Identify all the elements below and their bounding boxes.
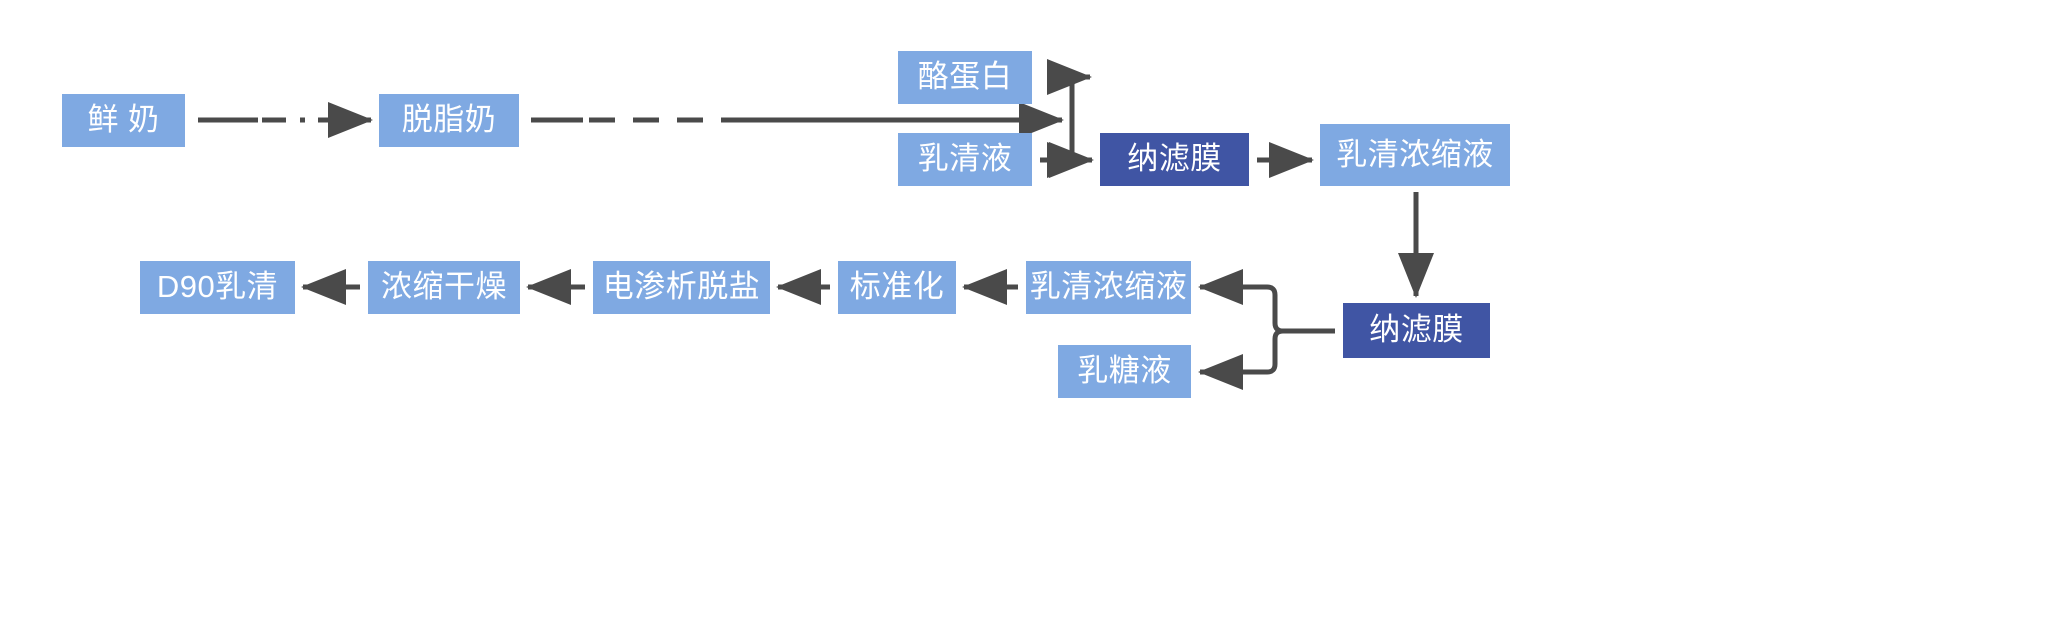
node-casein[interactable]: 酪蛋白 — [898, 51, 1032, 104]
edge-nf2-to-conc2 — [1198, 269, 1335, 334]
node-nanofiltration-membrane-1[interactable]: 纳滤膜 — [1100, 133, 1249, 186]
node-standardization[interactable]: 标准化 — [838, 261, 956, 314]
node-d90-whey[interactable]: D90乳清 — [140, 261, 295, 314]
edge-nf2-to-lactose — [1198, 328, 1335, 390]
node-concentrate-drying[interactable]: 浓缩干燥 — [368, 261, 520, 314]
node-electrodialysis-desalination[interactable]: 电渗析脱盐 — [593, 261, 770, 314]
node-whey-liquid[interactable]: 乳清液 — [898, 133, 1032, 186]
node-whey-concentrate-2[interactable]: 乳清浓缩液 — [1026, 261, 1191, 314]
node-fresh-milk[interactable]: 鲜 奶 — [62, 94, 185, 147]
node-lactose-liquid[interactable]: 乳糖液 — [1058, 345, 1191, 398]
node-whey-concentrate-1[interactable]: 乳清浓缩液 — [1320, 124, 1510, 186]
edge-split-to-whey-arrow — [1046, 120, 1092, 178]
edge-split-to-casein-arrow — [1046, 59, 1092, 120]
node-nanofiltration-membrane-2[interactable]: 纳滤膜 — [1343, 303, 1490, 358]
node-skim-milk[interactable]: 脱脂奶 — [379, 94, 519, 147]
